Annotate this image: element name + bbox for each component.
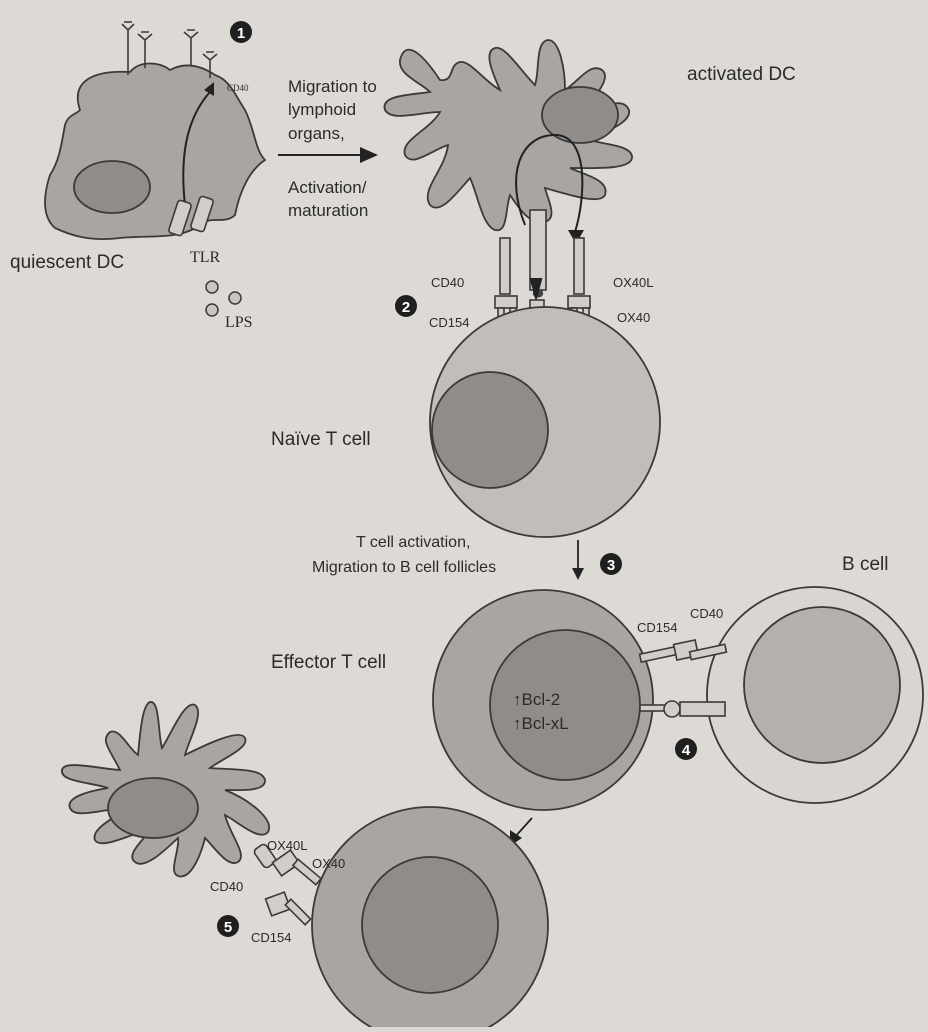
bottom-t-cell-nucleus	[362, 857, 498, 993]
t-activation-text-2: Migration to B cell follicles	[312, 559, 496, 576]
bottom-dc-cell	[62, 702, 269, 877]
bottom-dc-nucleus	[108, 778, 198, 838]
bclxl-label: ↑Bcl-xL	[513, 714, 569, 733]
bottom-t-cell	[312, 807, 548, 1027]
step-number: 5	[224, 919, 232, 936]
b-cell-label: B cell	[842, 554, 888, 575]
migration-text-3: organs,	[288, 124, 345, 143]
bottom-cd154-label: CD154	[251, 930, 291, 945]
step-badge-5: 5	[217, 915, 239, 937]
tlr-label: TLR	[190, 249, 221, 266]
bottom-ox40l-label: OX40L	[267, 838, 307, 853]
migration-arrow	[278, 147, 378, 163]
step-badge-1: 1	[230, 21, 252, 43]
activated-dc-cell	[384, 40, 632, 300]
step-number: 3	[607, 557, 615, 574]
naive-t-cell-nucleus	[432, 372, 548, 488]
migration-text-1: Migration to	[288, 77, 377, 96]
step-badge-2: 2	[395, 295, 417, 317]
naive-t-cell-label: Naïve T cell	[271, 429, 371, 450]
activation-text-2: maturation	[288, 201, 368, 220]
b-cell	[707, 587, 923, 803]
bottom-connectors	[253, 843, 321, 925]
activated-dc-label: activated DC	[687, 64, 796, 85]
naive-t-cell	[430, 307, 660, 537]
t-activation-arrow	[572, 540, 584, 580]
effector-t-cell-label: Effector T cell	[271, 652, 386, 673]
quiescent-dc-label: quiescent DC	[10, 252, 124, 273]
ox40-label: OX40	[617, 310, 650, 325]
ox40l-label: OX40L	[613, 275, 653, 290]
activation-text-1: Activation/	[288, 178, 367, 197]
bottom-cd40-label: CD40	[210, 879, 243, 894]
step-badge-4: 4	[675, 738, 697, 760]
quiescent-dc-nucleus	[74, 161, 150, 213]
b-cd40-label: CD40	[690, 606, 723, 621]
dc-surface-molecules	[500, 210, 584, 294]
step-number: 1	[237, 25, 245, 42]
step-number: 4	[682, 742, 691, 759]
bcl2-label: ↑Bcl-2	[513, 690, 560, 709]
b-cd154-label: CD154	[637, 620, 677, 635]
step-number: 2	[402, 299, 410, 316]
migration-text-2: lymphoid	[288, 100, 356, 119]
step-badge-3: 3	[600, 553, 622, 575]
cd40-label: CD40	[431, 275, 464, 290]
cd154-label: CD154	[429, 315, 469, 330]
t-activation-text-1: T cell activation,	[356, 534, 470, 551]
lps-particles	[206, 281, 241, 316]
bottom-ox40-label: OX40	[312, 856, 345, 871]
cd40-small-label: CD40	[227, 83, 249, 93]
b-cell-nucleus	[744, 607, 900, 763]
lps-label: LPS	[225, 314, 253, 331]
